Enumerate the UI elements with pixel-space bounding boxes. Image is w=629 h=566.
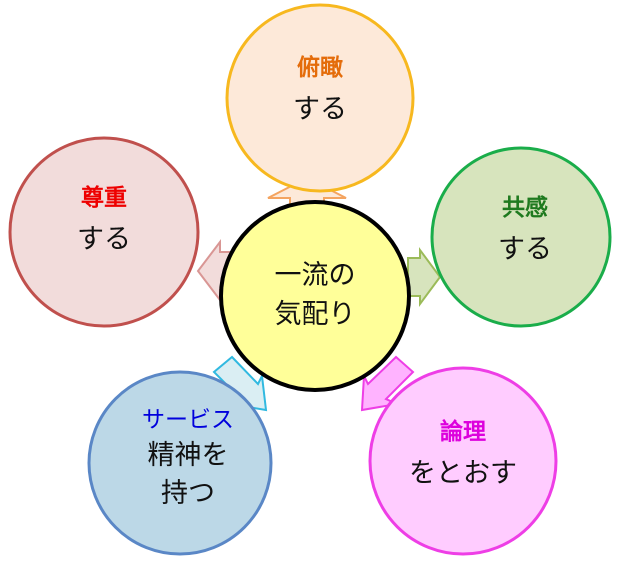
right-sub: する [498,233,552,265]
bottom-left-sub1: 精神を [147,439,229,471]
right-node-label: 共感 する [445,194,605,267]
top-keyword: 俯瞰 [297,54,343,81]
top-circle [225,3,415,193]
bottom-left-node-label: サービス 精神を 持つ [108,406,268,510]
bottom-left-sub2: 持つ [161,477,215,509]
center-line2: 気配り [274,299,356,331]
right-circle [430,146,612,328]
right-keyword: 共感 [502,194,548,221]
bottom-right-keyword: 論理 [440,418,486,445]
bottom-left-circle [87,370,273,556]
bottom-right-circle [368,366,558,556]
top-sub: する [293,93,347,125]
bottom-left-keyword: サービス [142,407,234,433]
left-sub: する [77,223,131,255]
left-node-label: 尊重 する [24,184,184,257]
center-label: 一流の 気配り [235,256,395,334]
bottom-right-node-label: 論理 をとおす [383,418,543,491]
left-circle [8,136,200,328]
top-node-label: 俯瞰 する [240,54,400,127]
arrow-to-bottom-right [360,355,415,412]
center-line1: 一流の [274,260,356,291]
left-keyword: 尊重 [81,184,127,211]
bottom-right-sub: をとおす [409,457,517,489]
center-circle [219,200,411,392]
